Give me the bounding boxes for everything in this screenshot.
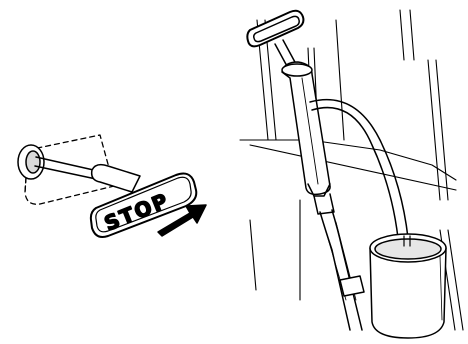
pump-cylinder bbox=[282, 62, 330, 196]
pump-handle bbox=[247, 11, 303, 47]
hand-pump-figure bbox=[240, 10, 463, 338]
suction-tube bbox=[320, 210, 362, 330]
drain-container bbox=[370, 234, 446, 338]
stop-control-figure: STOP bbox=[18, 135, 206, 237]
